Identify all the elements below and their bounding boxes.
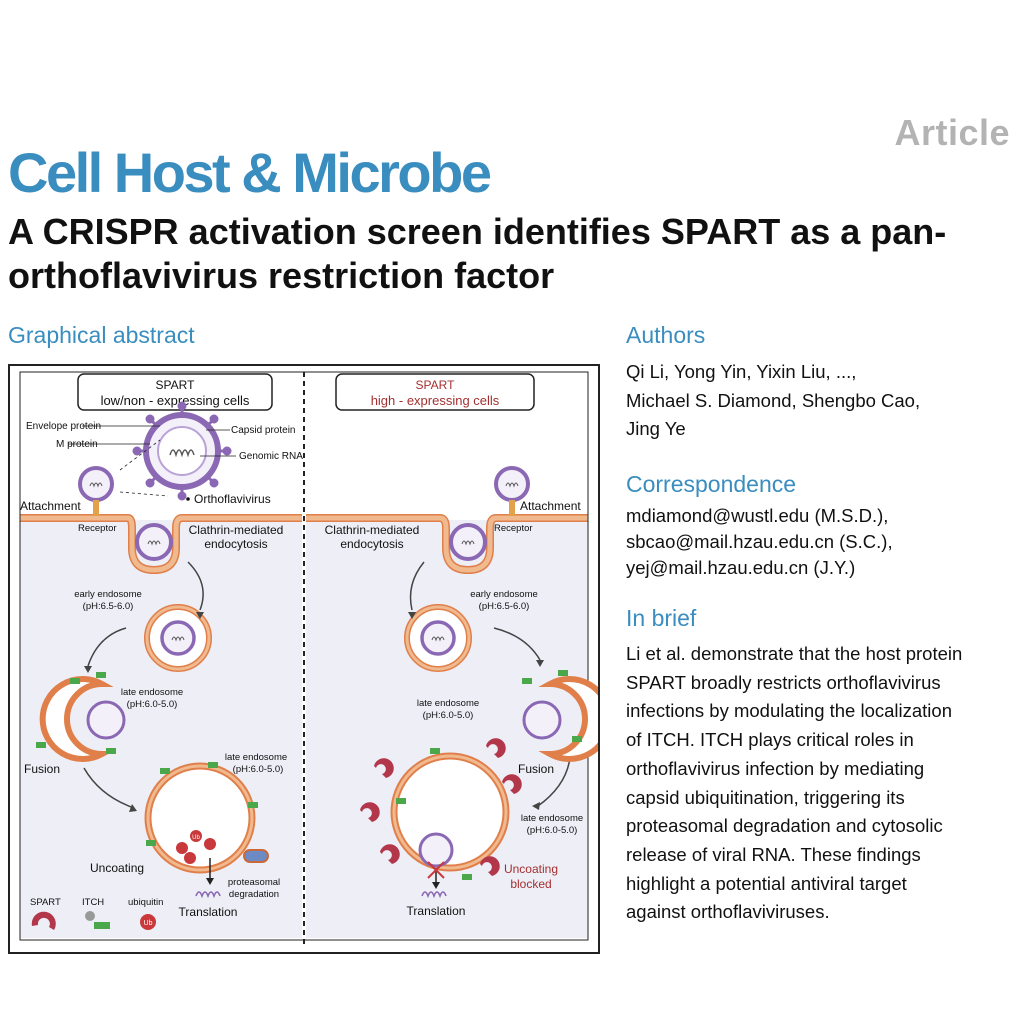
correspondence-email[interactable]: yej@mail.hzau.edu.cn (J.Y.) xyxy=(626,557,856,578)
right-late-ph-2: (pH:6.0-5.0) xyxy=(527,825,578,836)
graphical-abstract-heading: Graphical abstract xyxy=(8,322,195,348)
left-late-endosome-label: late endosome xyxy=(121,687,183,698)
m-protein-label: M protein xyxy=(56,439,98,450)
left-late-ph: (pH:6.0-5.0) xyxy=(127,699,178,710)
right-early-endosome xyxy=(404,604,472,672)
correspondence-list: mdiamond@wustl.edu (M.S.D.), sbcao@mail.… xyxy=(626,503,893,581)
correspondence-email[interactable]: sbcao@mail.hzau.edu.cn (S.C.), xyxy=(626,531,893,552)
in-brief-line: release of viral RNA. These findings xyxy=(626,843,921,865)
right-clathrin-line1: Clathrin-mediated xyxy=(325,523,420,537)
legend-spart-label: SPART xyxy=(30,897,61,908)
authors-line: Qi Li, Yong Yin, Yixin Liu, ..., xyxy=(626,361,857,382)
left-early-endosome-label: early endosome xyxy=(74,589,142,600)
legend-ub-text: Ub xyxy=(144,920,153,927)
left-panel-label-line2: low/non - expressing cells xyxy=(101,393,250,408)
left-attaching-virus xyxy=(78,466,114,516)
legend-itch-label: ITCH xyxy=(82,897,104,908)
right-late-endosome-2-label: late endosome xyxy=(521,813,583,824)
right-panel-label-line2: high - expressing cells xyxy=(371,393,500,408)
in-brief-line: Li et al. demonstrate that the host prot… xyxy=(626,643,963,664)
orthoflavivirus-label: Orthoflavivirus xyxy=(194,492,271,506)
right-late-endosome-label: late endosome xyxy=(417,698,479,709)
left-clathrin-line1: Clathrin-mediated xyxy=(189,523,284,537)
left-endocytic-virus xyxy=(135,523,173,561)
right-receptor-label: Receptor xyxy=(494,523,533,534)
uncoating-blocked-line1: Uncoating xyxy=(504,862,558,876)
paper-title: A CRISPR activation screen identifies SP… xyxy=(8,211,947,296)
in-brief-line: of ITCH. ITCH plays critical roles in xyxy=(626,729,914,751)
arrow-left-3 xyxy=(83,767,135,809)
authors-heading: Authors xyxy=(626,322,706,348)
right-panel-label-line1: SPART xyxy=(416,378,456,392)
genomic-rna-label: Genomic RNA xyxy=(239,451,303,462)
in-brief-line: capsid ubiquitination, triggering its xyxy=(626,786,905,808)
left-translation-label: Translation xyxy=(179,905,238,919)
legend: SPART ITCH ubiquitin Ub xyxy=(30,897,163,930)
left-fusion-label: Fusion xyxy=(24,762,60,776)
in-brief-line: highlight a potential antiviral target xyxy=(626,872,907,894)
in-brief-line: proteasomal degradation and cytosolic xyxy=(626,815,943,837)
correspondence-email[interactable]: mdiamond@wustl.edu (M.S.D.), xyxy=(626,505,889,526)
proteasomal-line2: degradation xyxy=(229,889,279,900)
arrow-left-1 xyxy=(187,561,204,611)
in-brief-line: against orthoflaviviruses. xyxy=(626,901,830,923)
right-early-ph: (pH:6.5-6.0) xyxy=(479,601,530,612)
left-early-endosome xyxy=(144,604,212,672)
right-attaching-virus xyxy=(494,466,530,516)
left-attachment-label: Attachment xyxy=(20,499,81,513)
left-late-endosome xyxy=(36,672,126,762)
arrow-left-2 xyxy=(87,627,127,667)
journal-name: Cell Host & Microbe xyxy=(8,141,492,204)
orthoflavivirus-particle-large xyxy=(132,401,232,501)
left-receptor-label: Receptor xyxy=(78,523,117,534)
left-late-endosome-2-label: late endosome xyxy=(225,752,287,763)
graphical-abstract-figure: SPART low/non - expressing cells SPART h… xyxy=(8,364,600,954)
right-translation-label: Translation xyxy=(407,904,466,918)
authors-list: Qi Li, Yong Yin, Yixin Liu, ..., Michael… xyxy=(626,358,920,444)
arrow-right-2 xyxy=(493,627,541,661)
left-panel-label-box xyxy=(77,373,273,411)
graphical-abstract-svg: SPART low/non - expressing cells SPART h… xyxy=(19,371,598,944)
authors-line: Jing Ye xyxy=(626,418,686,439)
right-clathrin-line2: endocytosis xyxy=(340,537,403,551)
left-late-ph-2: (pH:6.0-5.0) xyxy=(233,764,284,775)
right-endocytic-virus xyxy=(449,523,487,561)
right-panel-label-box xyxy=(335,373,535,411)
legend-itch-icon xyxy=(85,911,95,921)
capsid-protein-label: Capsid protein xyxy=(231,425,295,436)
legend-spart-icon xyxy=(31,911,56,930)
legend-ubiquitin-label: ubiquitin xyxy=(128,897,163,908)
envelope-protein-label: Envelope protein xyxy=(26,421,101,432)
left-clathrin-line2: endocytosis xyxy=(204,537,267,551)
left-uncoating-endosome: Ub xyxy=(144,762,269,874)
in-brief-heading: In brief xyxy=(626,605,697,631)
left-uncoating-label: Uncoating xyxy=(90,861,144,875)
in-brief-line: infections by modulating the localizatio… xyxy=(626,700,952,722)
right-late-ph: (pH:6.0-5.0) xyxy=(423,710,474,721)
arrow-right-3 xyxy=(537,757,571,807)
right-early-endosome-label: early endosome xyxy=(470,589,538,600)
legend-ubiquitin-icon xyxy=(140,914,156,930)
arrow-right-1 xyxy=(409,561,425,611)
correspondence-heading: Correspondence xyxy=(626,471,797,497)
left-panel-label-line1: SPART xyxy=(156,378,196,392)
proteasomal-line1: proteasomal xyxy=(228,877,280,888)
authors-line: Michael S. Diamond, Shengbo Cao, xyxy=(626,389,921,411)
in-brief-line: orthoflavivirus infection by mediating xyxy=(626,757,925,779)
right-blocked-endosome xyxy=(360,738,522,880)
ubiquitin-mark-label: Ub xyxy=(192,835,200,841)
left-early-ph: (pH:6.5-6.0) xyxy=(83,601,134,612)
uncoating-blocked-line2: blocked xyxy=(510,877,551,891)
article-type-label: Article xyxy=(894,112,1010,153)
right-attachment-label: Attachment xyxy=(520,499,581,513)
right-fusion-label: Fusion xyxy=(518,762,554,776)
in-brief-text: Li et al. demonstrate that the host prot… xyxy=(626,640,962,927)
right-late-endosome xyxy=(522,670,598,762)
in-brief-line: SPART broadly restricts orthoflavivirus xyxy=(626,671,941,693)
